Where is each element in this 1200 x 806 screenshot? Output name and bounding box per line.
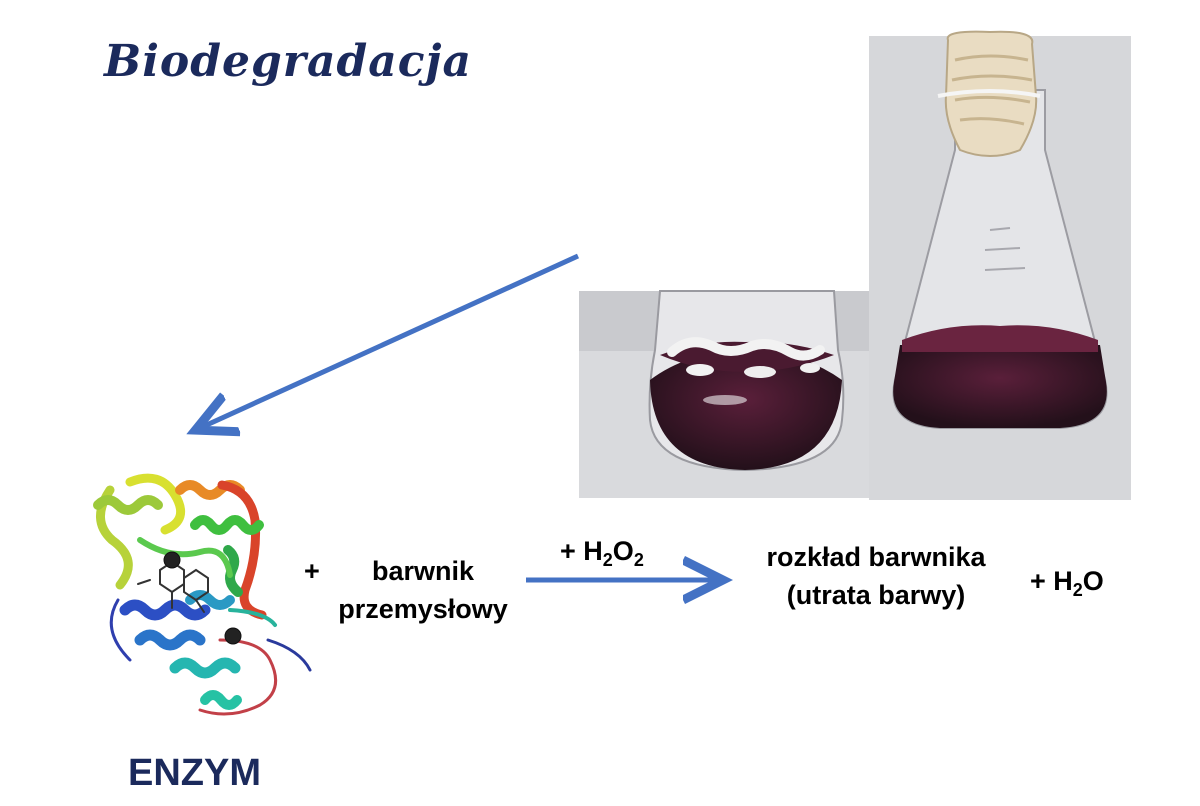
culture-closeup-photo [579, 290, 869, 498]
byproduct-h2o: + H2O [1030, 562, 1104, 600]
enzyme-structure-image [93, 473, 312, 716]
enzyme-label: ENZYM [128, 752, 261, 794]
byproduct-suffix: O [1082, 566, 1104, 596]
reaction-plus-sign: + [304, 556, 320, 586]
reagent-mid: O [612, 536, 634, 566]
product-label-line2: (utrata barwy) [786, 580, 966, 610]
slide-title: Biodegradacja [104, 36, 472, 87]
dye-label-line1: barwnik [371, 556, 475, 586]
reagent-h2o2: + H2O2 [560, 532, 644, 570]
product-label: rozkład barwnika (utrata barwy) [720, 538, 1032, 614]
reagent-prefix: + H [560, 536, 603, 566]
dye-label: barwnik przemysłowy [316, 552, 530, 628]
byproduct-prefix: + H [1030, 566, 1073, 596]
erlenmeyer-flask-photo [869, 30, 1131, 500]
reagent-subscript-1: 2 [602, 550, 613, 570]
byproduct-subscript: 2 [1072, 580, 1083, 600]
dye-label-line2: przemysłowy [338, 594, 508, 624]
reagent-subscript-2: 2 [633, 550, 644, 570]
photo-to-enzyme-arrow [200, 253, 580, 428]
product-label-line1: rozkład barwnika [766, 542, 986, 572]
